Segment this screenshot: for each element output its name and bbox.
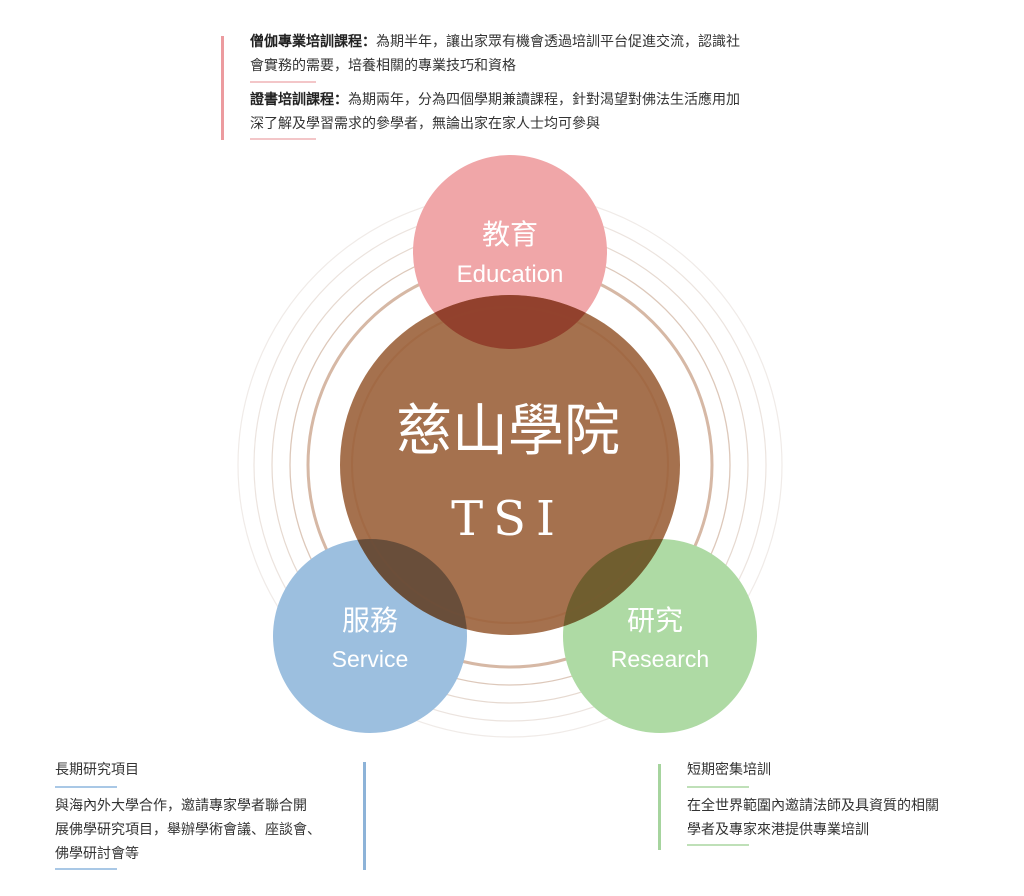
center-title-en: TSI [451, 491, 565, 547]
service-underline [55, 868, 117, 870]
monastic-training-title: 僧伽專業培訓課程： [250, 34, 376, 50]
education-circle [413, 155, 607, 349]
service-line-2: 展佛學研究項目，舉辦學術會議、座談會、 [55, 822, 321, 838]
service-overlap [340, 539, 467, 635]
research-description: 短期密集培訓 在全世界範圍內邀請法師及具資質的相關 學者及專家來港提供專業培訓 [656, 756, 1016, 856]
education-accent-bar [221, 36, 224, 140]
service-description: 長期研究項目 與海內外大學合作，邀請專家學者聯合開 展佛學研究項目，舉辦學術會議… [0, 756, 380, 871]
certificate-course-title: 證書培訓課程： [250, 92, 348, 108]
tsi-venn-diagram: 教育 Education 慈山學院 TSI 服務 Service 研究 Rese… [237, 155, 783, 738]
center-title-zh: 慈山學院 [396, 399, 620, 464]
service-line-3: 佛學研討會等 [55, 846, 139, 862]
service-heading-underline [55, 786, 117, 788]
education-label-en: Education [457, 261, 564, 288]
monastic-training-line-2: 會實務的需要，培養相關的專業技巧和資格 [250, 58, 516, 74]
education-underline-2 [250, 138, 316, 140]
service-label-en: Service [332, 646, 409, 672]
research-heading-underline [687, 786, 749, 788]
education-paragraph-1: 僧伽專業培訓課程：為期半年，讓出家眾有機會透過培訓平台促進交流，認識社 會實務的… [250, 30, 740, 78]
service-accent-bar [363, 762, 366, 870]
research-line-1: 在全世界範圍內邀請法師及具資質的相關 [687, 798, 939, 814]
certificate-course-line-2: 深了解及學習需求的參學者，無論出家在家人士均可參與 [250, 116, 600, 132]
research-label-zh: 研究 [627, 604, 683, 637]
research-heading: 短期密集培訓 [687, 762, 771, 778]
education-paragraph-2: 證書培訓課程：為期兩年，分為四個學期兼讀課程，針對渴望對佛法生活應用加 深了解及… [250, 88, 740, 136]
certificate-course-line-1: 為期兩年，分為四個學期兼讀課程，針對渴望對佛法生活應用加 [348, 92, 740, 108]
center-circle [340, 295, 680, 635]
monastic-training-line-1: 為期半年，讓出家眾有機會透過培訓平台促進交流，認識社 [376, 34, 740, 50]
education-description: 僧伽專業培訓課程：為期半年，讓出家眾有機會透過培訓平台促進交流，認識社 會實務的… [221, 34, 821, 140]
research-accent-bar [658, 764, 661, 850]
research-underline [687, 844, 749, 846]
research-line-2: 學者及專家來港提供專業培訓 [687, 822, 869, 838]
service-line-1: 與海內外大學合作，邀請專家學者聯合開 [55, 798, 307, 814]
service-label-zh: 服務 [342, 604, 398, 637]
research-label-en: Research [611, 646, 709, 672]
research-overlap [563, 539, 680, 635]
education-label-zh: 教育 [482, 218, 538, 251]
education-underline-1 [250, 81, 316, 83]
service-heading: 長期研究項目 [55, 762, 139, 778]
